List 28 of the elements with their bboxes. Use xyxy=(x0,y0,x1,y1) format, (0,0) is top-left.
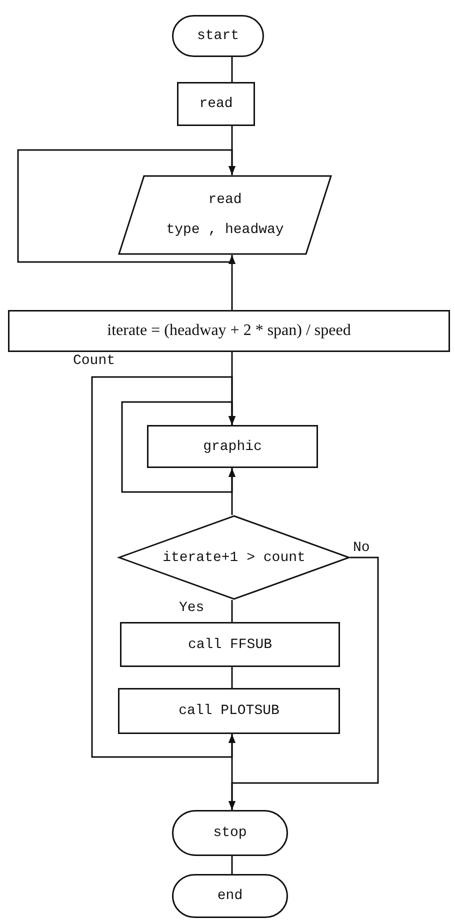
step-label: end xyxy=(217,888,243,904)
process-box xyxy=(8,310,450,352)
connector xyxy=(231,57,233,82)
step-label: stop xyxy=(213,825,247,841)
connector xyxy=(228,556,379,810)
step-label: call FFSUB xyxy=(188,636,272,652)
step-label: graphic xyxy=(203,438,262,454)
loop-arrow xyxy=(91,376,236,758)
step-label: type , headway xyxy=(166,222,284,238)
connector xyxy=(231,667,233,688)
decision-diamond xyxy=(118,515,350,600)
connector xyxy=(231,255,233,310)
step-label: start xyxy=(196,28,239,44)
connector xyxy=(231,856,233,874)
loop-arrow xyxy=(17,149,236,264)
step-label: read xyxy=(199,96,233,112)
step-label: call PLOTSUB xyxy=(178,703,280,719)
loop-arrow xyxy=(121,401,236,493)
step-label: iterate = (headway + 2 * span) / speed xyxy=(107,322,351,340)
connector xyxy=(231,600,233,622)
input-parallelogram xyxy=(118,175,332,255)
process-box xyxy=(120,622,340,667)
step-label: read xyxy=(208,192,242,208)
process-box xyxy=(147,425,318,468)
step-label: iterate+1 > count xyxy=(162,550,306,566)
process-box xyxy=(177,82,255,126)
connector xyxy=(231,468,233,515)
process-box xyxy=(118,688,340,734)
